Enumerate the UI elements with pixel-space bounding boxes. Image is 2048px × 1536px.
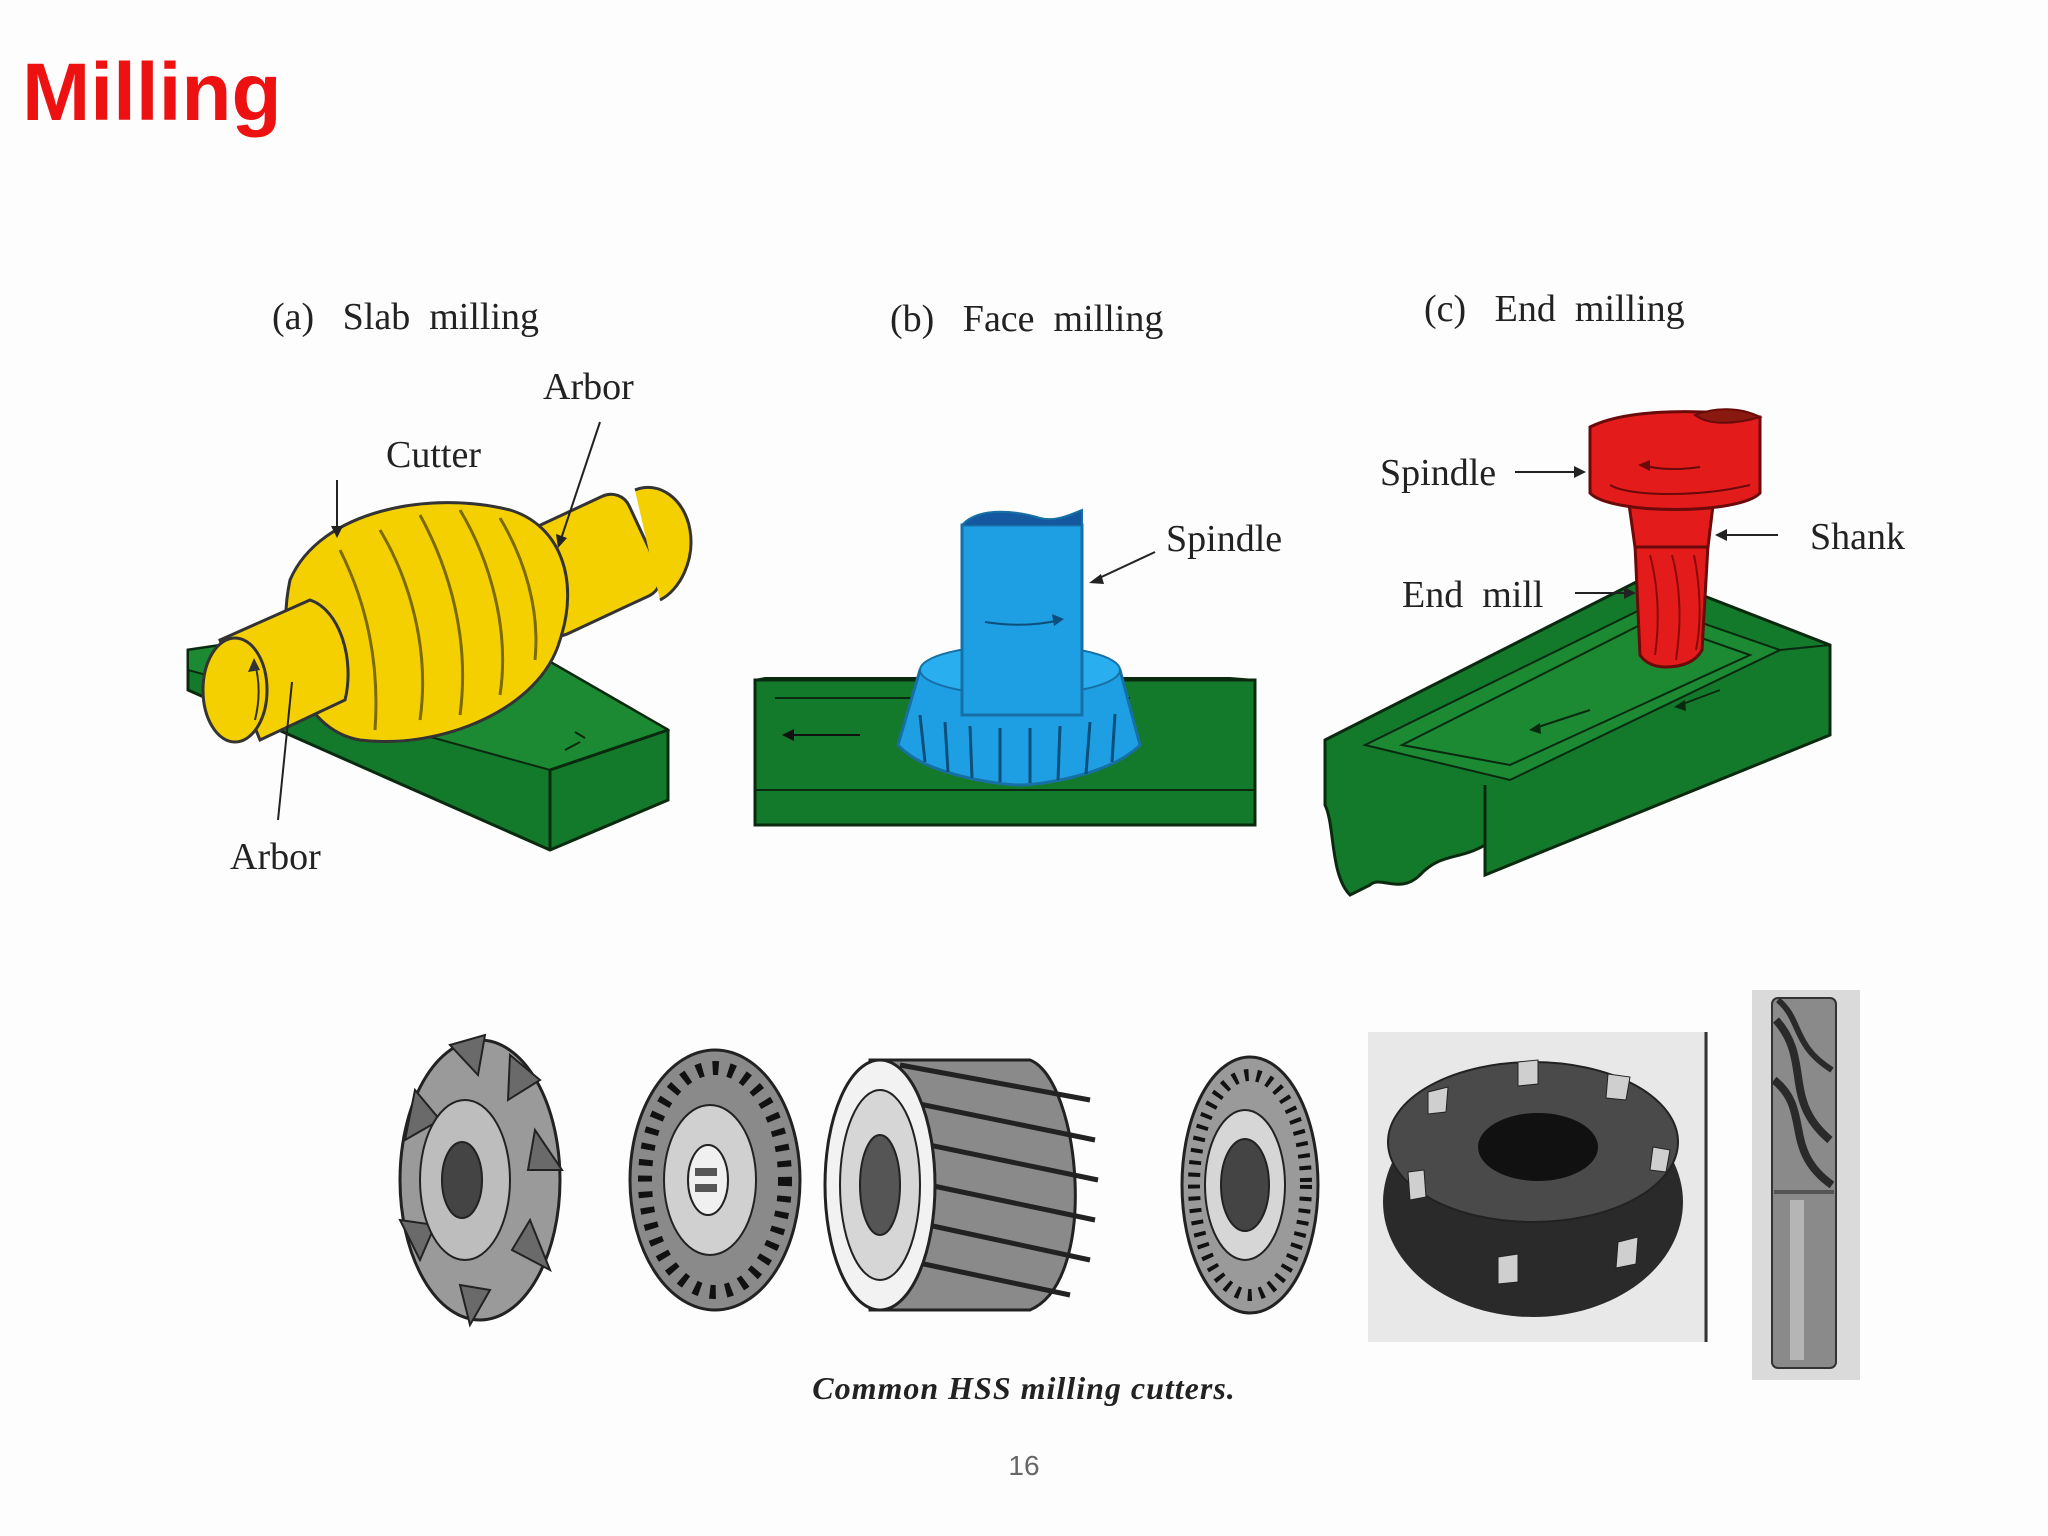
hss-cutters-illustration xyxy=(390,1020,1350,1340)
slab-arbor-bottom-label: Arbor xyxy=(230,836,321,878)
slab-arbor-top-label: Arbor xyxy=(543,366,634,408)
hss-cutter-3 xyxy=(823,1058,1099,1312)
slab-arbor-front xyxy=(201,598,350,744)
hss-cutter-2 xyxy=(628,1048,802,1312)
end-milling-diagram xyxy=(1310,405,1850,905)
face-milling-diagram xyxy=(720,500,1280,840)
hss-cutter-4 xyxy=(1180,1055,1320,1315)
face-spindle-label: Spindle xyxy=(1166,518,1283,560)
indexable-face-mill-photo xyxy=(1368,1032,1708,1342)
slide-title: Milling xyxy=(22,47,282,138)
end-shank-label: Shank xyxy=(1810,516,1905,558)
slab-milling-heading: (a) Slab milling xyxy=(272,296,540,338)
hss-cutter-1 xyxy=(398,1033,564,1328)
slab-cutter xyxy=(284,501,570,743)
face-milling-heading: (b) Face milling xyxy=(890,298,1164,340)
end-workpiece xyxy=(1323,573,1832,897)
end-milling-heading: (c) End milling xyxy=(1424,288,1685,330)
slab-cutter-label: Cutter xyxy=(386,434,481,476)
slab-milling-diagram xyxy=(180,360,720,880)
end-mill-photo xyxy=(1752,990,1860,1380)
cutters-caption: Common HSS milling cutters. xyxy=(0,1370,2048,1407)
end-mill-label: End mill xyxy=(1402,574,1544,616)
cutters-caption-text: Common HSS milling cutters. xyxy=(812,1370,1236,1406)
page-number: 16 xyxy=(1008,1450,1040,1481)
end-mill-tool xyxy=(1588,408,1763,669)
end-spindle-label: Spindle xyxy=(1380,452,1497,494)
face-cutter xyxy=(896,508,1142,787)
